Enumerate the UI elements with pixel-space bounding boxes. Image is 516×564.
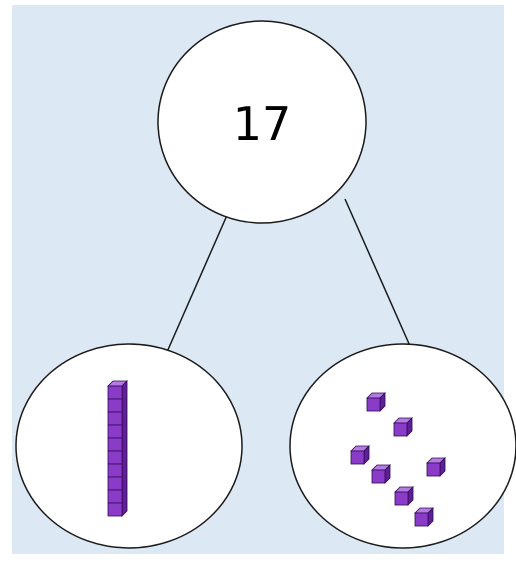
rod-unit: [107, 502, 123, 517]
unit-cube: [394, 486, 414, 506]
cube-front-face: [350, 450, 365, 465]
ones-cubes-group: [350, 392, 446, 527]
part-circle-ones: [289, 343, 516, 549]
cube-front-face: [366, 397, 381, 412]
rod-unit: [107, 463, 123, 478]
tens-rod: [107, 380, 128, 517]
rod-unit: [107, 437, 123, 452]
part-circle-tens: [15, 343, 243, 549]
unit-cube: [426, 457, 446, 477]
cube-front-face: [371, 469, 386, 484]
connector-line-right: [344, 198, 411, 347]
cube-front-face: [414, 512, 429, 527]
unit-cube: [414, 507, 434, 527]
cube-front-face: [393, 422, 408, 437]
rod-unit: [107, 411, 123, 426]
whole-number-label: 17: [233, 97, 292, 151]
tens-rod-group: [107, 380, 128, 517]
cube-front-face: [426, 462, 441, 477]
unit-cube: [371, 464, 391, 484]
rod-side-face: [121, 380, 128, 517]
rod-unit: [107, 476, 123, 491]
rod-unit: [107, 489, 123, 504]
unit-cube: [393, 417, 413, 437]
rod-unit: [107, 424, 123, 439]
rod-unit: [107, 450, 123, 465]
unit-cube: [366, 392, 386, 412]
rod-unit: [107, 385, 123, 400]
cube-front-face: [394, 491, 409, 506]
unit-cube: [350, 445, 370, 465]
rod-unit: [107, 398, 123, 413]
whole-circle: [157, 20, 367, 224]
connector-line-left: [166, 212, 229, 353]
